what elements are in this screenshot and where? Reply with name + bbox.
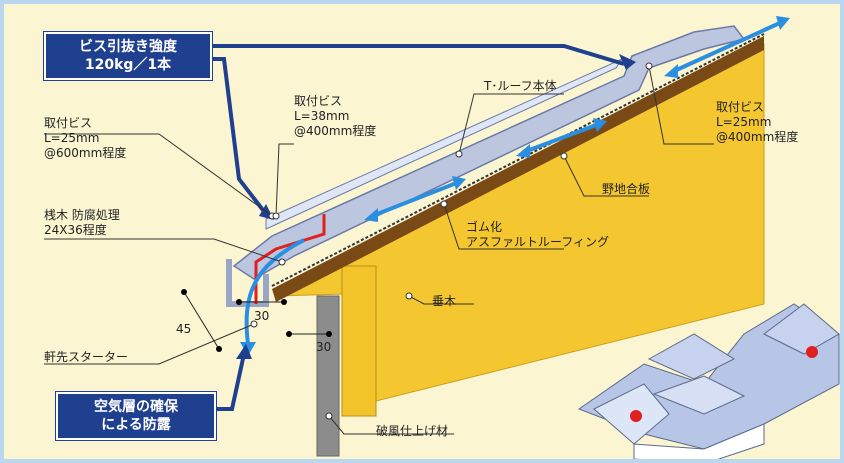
callout-arrow-top-left — [204, 57, 268, 216]
callout-screw-strength: ビス引抜き強度 120kg／1本 — [44, 32, 212, 80]
house-illustration — [577, 303, 840, 459]
base-plywood — [272, 36, 764, 302]
label-roofing: ゴム化アスファルトルーフィング — [466, 220, 610, 249]
label-roof-body: T･ルーフ本体 — [484, 79, 557, 93]
air-arrow-eave — [244, 238, 305, 345]
callout-line-2: による防露 — [101, 417, 171, 433]
label-rafter: 垂木 — [432, 294, 457, 308]
callout-line-1: 空気層の確保 — [94, 399, 178, 415]
callout-line-2: 120kg／1本 — [84, 57, 172, 73]
callout-arrow-bottom — [214, 353, 246, 411]
dimension-30-a: 30 — [254, 309, 270, 323]
callout-line-1: ビス引抜き強度 — [79, 39, 177, 55]
callout-air-layer: 空気層の確保 による防露 — [56, 392, 216, 440]
roofing-felt — [271, 33, 765, 287]
label-eave-starter: 軒先スターター — [44, 350, 129, 364]
dimension-45: 45 — [176, 322, 192, 336]
leader-lines — [44, 65, 714, 435]
label-base-plywood: 野地合板 — [602, 182, 651, 196]
dimension-lines — [183, 291, 329, 350]
label-fascia: 破風仕上げ材 — [376, 424, 449, 438]
fascia-board — [341, 265, 377, 417]
callout-arrow-top-right — [204, 44, 625, 66]
roof-section-drawing — [44, 16, 840, 459]
red-air-line — [254, 214, 326, 304]
fascia-finish — [316, 295, 340, 457]
dimension-30-b: 30 — [316, 340, 332, 354]
